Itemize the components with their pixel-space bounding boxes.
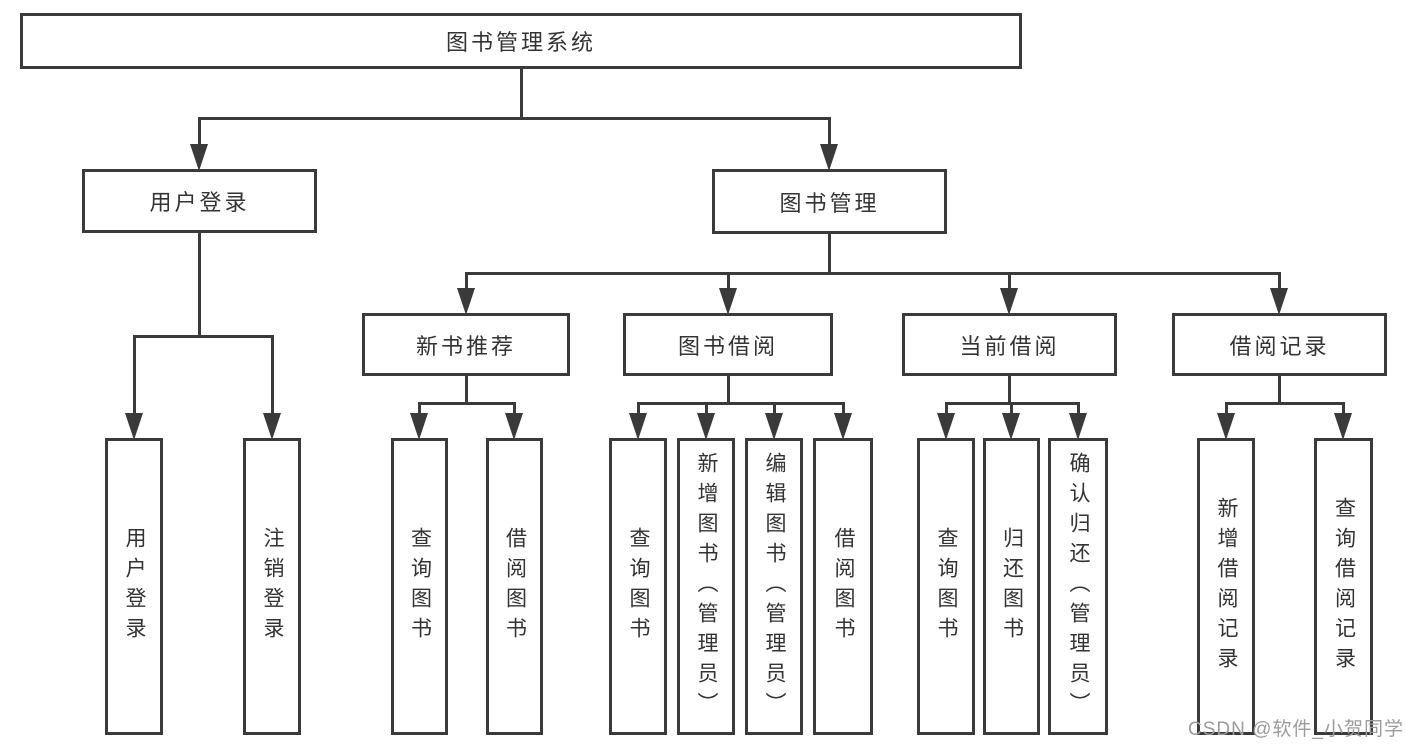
book-borrow-to-leaves-drop-1	[704, 403, 708, 416]
borrow-record-to-leaves-bus	[1224, 401, 1345, 405]
node-leaf-return-book: 归还图书	[983, 438, 1040, 735]
borrow-record-to-leaves-stem	[1277, 373, 1281, 405]
root-to-level2-bus	[197, 116, 831, 120]
user-login-to-leaves-drop-0	[132, 336, 136, 416]
book-borrow-to-leaves-bus	[636, 401, 845, 405]
node-leaf-query-book-3: 查询图书	[917, 438, 975, 735]
arrow-down-icon	[765, 413, 783, 440]
node-current-borrow: 当前借阅	[902, 313, 1117, 376]
arrow-down-icon	[505, 413, 523, 440]
node-leaf-borrow-book-1: 借阅图书	[486, 438, 543, 735]
node-leaf-query-book-2: 查询图书	[609, 438, 667, 735]
book-mgmt-to-level3-drop-1	[726, 273, 730, 291]
arrow-down-icon	[263, 413, 281, 440]
node-leaf-query-book-1: 查询图书	[391, 438, 448, 735]
node-leaf-borrow-book-2: 借阅图书	[813, 438, 873, 735]
arrow-down-icon	[457, 288, 475, 315]
current-borrow-to-leaves-drop-0	[944, 403, 948, 416]
arrow-down-icon	[697, 413, 715, 440]
book-borrow-to-leaves-stem	[726, 373, 730, 405]
root-to-level2-drop-0	[197, 118, 201, 147]
arrow-down-icon	[125, 413, 143, 440]
node-user-login: 用户登录	[82, 169, 317, 233]
book-mgmt-to-level3-stem	[827, 231, 831, 275]
node-leaf-user-login: 用户登录	[105, 438, 163, 735]
current-borrow-to-leaves-drop-2	[1076, 403, 1080, 416]
borrow-record-to-leaves-drop-1	[1341, 403, 1345, 416]
node-leaf-confirm-return: 确认归还（管理员）	[1048, 438, 1108, 735]
arrow-down-icon	[1000, 288, 1018, 315]
user-login-to-leaves-drop-1	[270, 336, 274, 416]
arrow-down-icon	[820, 144, 838, 171]
root-to-level2-stem	[519, 66, 523, 120]
book-borrow-to-leaves-drop-3	[841, 403, 845, 416]
node-borrow-record: 借阅记录	[1172, 313, 1387, 376]
current-borrow-to-leaves-drop-1	[1009, 403, 1013, 416]
arrow-down-icon	[410, 413, 428, 440]
arrow-down-icon	[629, 413, 647, 440]
node-new-book-rec: 新书推荐	[362, 313, 570, 376]
arrow-down-icon	[1002, 413, 1020, 440]
borrow-record-to-leaves-drop-0	[1224, 403, 1228, 416]
book-borrow-to-leaves-drop-2	[772, 403, 776, 416]
node-leaf-logout: 注销登录	[243, 438, 301, 735]
node-leaf-query-record: 查询借阅记录	[1314, 438, 1373, 735]
node-leaf-add-record: 新增借阅记录	[1197, 438, 1255, 735]
new-book-rec-to-leaves-stem	[464, 373, 468, 405]
arrow-down-icon	[190, 144, 208, 171]
book-mgmt-to-level3-drop-0	[464, 273, 468, 291]
arrow-down-icon	[1217, 413, 1235, 440]
book-borrow-to-leaves-drop-0	[636, 403, 640, 416]
arrow-down-icon	[1334, 413, 1352, 440]
arrow-down-icon	[719, 288, 737, 315]
new-book-rec-to-leaves-drop-0	[417, 403, 421, 416]
node-leaf-edit-book: 编辑图书（管理员）	[745, 438, 803, 735]
book-mgmt-to-level3-drop-3	[1277, 273, 1281, 291]
new-book-rec-to-leaves-drop-1	[512, 403, 516, 416]
arrow-down-icon	[937, 413, 955, 440]
arrow-down-icon	[1270, 288, 1288, 315]
node-book-borrow: 图书借阅	[623, 313, 833, 376]
book-mgmt-to-level3-drop-2	[1007, 273, 1011, 291]
user-login-to-leaves-bus	[132, 334, 274, 338]
book-mgmt-to-level3-bus	[464, 271, 1281, 275]
arrow-down-icon	[1069, 413, 1087, 440]
node-root: 图书管理系统	[20, 13, 1022, 69]
node-book-mgmt: 图书管理	[712, 169, 947, 234]
current-borrow-to-leaves-stem	[1007, 373, 1011, 405]
watermark-text: CSDN @软件_小贺同学	[1188, 719, 1404, 740]
user-login-to-leaves-stem	[197, 230, 201, 338]
new-book-rec-to-leaves-bus	[417, 401, 516, 405]
arrow-down-icon	[834, 413, 852, 440]
node-leaf-add-book: 新增图书（管理员）	[677, 438, 735, 735]
root-to-level2-drop-1	[827, 118, 831, 147]
